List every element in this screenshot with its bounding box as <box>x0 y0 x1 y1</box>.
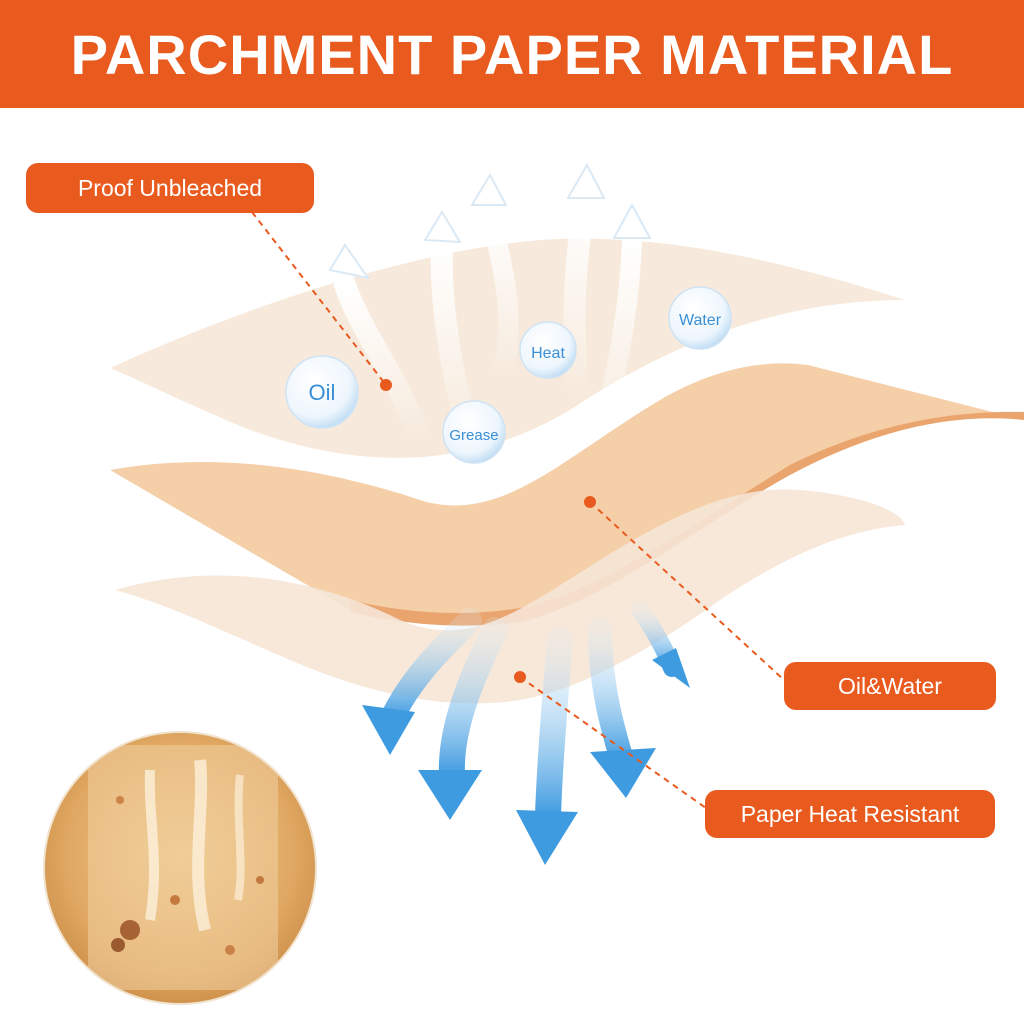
bubble-oil-label: Oil <box>309 380 336 405</box>
vapor-arrowheads <box>328 162 652 280</box>
bubble-heat: Heat <box>519 321 577 379</box>
bubble-oil: Oil <box>285 355 359 429</box>
page-title: PARCHMENT PAPER MATERIAL <box>70 22 954 86</box>
middle-paper-sheet <box>110 363 1024 620</box>
bubble-grease: Grease <box>442 400 506 464</box>
greasy-parchment-photo <box>44 732 316 1004</box>
callout-oil-water: Oil&Water <box>784 662 996 710</box>
callout-dots <box>380 379 596 683</box>
bubble-grease-label: Grease <box>449 427 498 444</box>
callout-paper-heat-resistant-text: Paper Heat Resistant <box>740 800 960 827</box>
callout-proof-unbleached: Proof Unbleached <box>26 163 314 213</box>
callout-proof-unbleached-text: Proof Unbleached <box>77 174 263 201</box>
bubble-heat-label: Heat <box>531 345 565 362</box>
title-banner: PARCHMENT PAPER MATERIAL <box>0 0 1024 108</box>
bottom-paper-sheet <box>115 489 905 704</box>
callout-oil-water-text: Oil&Water <box>838 672 942 699</box>
bubble-water: Water <box>668 286 732 350</box>
photo-frame <box>43 731 317 1005</box>
callout-paper-heat-resistant: Paper Heat Resistant <box>705 790 995 838</box>
bubble-water-label: Water <box>679 312 722 329</box>
callout-lines <box>251 211 785 809</box>
